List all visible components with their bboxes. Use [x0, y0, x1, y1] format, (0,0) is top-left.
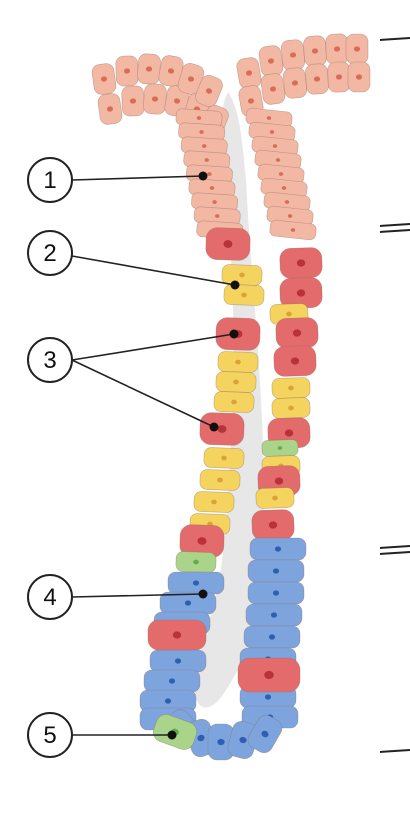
leader-dot [198, 171, 208, 181]
section-mark [379, 749, 410, 753]
pink-cell [280, 39, 306, 71]
yellow-cell [213, 391, 255, 413]
pink-cell [258, 45, 284, 77]
red-cell [199, 412, 245, 446]
blue-cell [247, 714, 283, 754]
leader-line [71, 359, 215, 428]
section-marks [379, 37, 410, 753]
blue-cell [245, 603, 303, 627]
blue-cell [247, 559, 305, 583]
pink-cell [260, 73, 286, 105]
leader-dot [229, 329, 239, 339]
callout-circle [27, 157, 73, 203]
blue-cell [227, 720, 259, 760]
section-mark [379, 37, 410, 41]
leader-dot [209, 422, 219, 432]
yellow-cell [217, 351, 259, 373]
yellow-cell [203, 447, 245, 469]
pink-cell [97, 93, 123, 125]
pink-cell [236, 57, 262, 89]
pink-cell [327, 61, 351, 93]
callout-5: 5 [27, 712, 177, 758]
pink-cell [115, 55, 139, 87]
red-cell [275, 317, 319, 349]
blue-cell [149, 649, 207, 673]
leader-dot [198, 589, 208, 599]
pink-cell [195, 74, 223, 108]
callout-number: 4 [43, 584, 56, 611]
section-mark [379, 223, 410, 233]
pink-cell [282, 67, 308, 99]
callout-number: 5 [43, 722, 56, 749]
callout-2: 2 [27, 230, 240, 290]
pink-cell [183, 150, 231, 170]
pink-cell [269, 219, 317, 241]
pink-cell [347, 61, 371, 93]
callout-circle [27, 574, 73, 620]
pink-cell [345, 33, 369, 65]
yellow-cell [215, 371, 257, 393]
leader-line [71, 175, 204, 181]
yellow-cell [271, 397, 311, 419]
callout-circle [27, 230, 73, 276]
yellow-cell [271, 377, 311, 399]
blue-cell [243, 625, 301, 649]
callout-circle [27, 712, 73, 758]
yellow-cell [221, 264, 263, 286]
section-mark [379, 545, 410, 555]
pink-cell [121, 85, 145, 117]
red-cell [279, 277, 323, 309]
leader-line [71, 333, 235, 361]
pink-cell [143, 83, 167, 115]
blue-cell [207, 723, 235, 761]
leader-dot [167, 730, 177, 740]
blue-cell [249, 537, 307, 561]
pink-cell [137, 53, 161, 85]
red-cell [205, 227, 251, 261]
callout-number: 3 [43, 347, 56, 374]
red-cell [251, 509, 295, 541]
callout-number: 2 [43, 240, 56, 267]
pink-cell [325, 33, 349, 65]
blue-cell [247, 581, 305, 605]
blue-cell [167, 571, 225, 595]
yellow-cell [193, 491, 235, 513]
green-cell [261, 439, 299, 457]
leader-dot [230, 280, 240, 290]
callout-3: 3 [27, 329, 239, 432]
pink-cell [91, 63, 117, 95]
green-cell [175, 551, 217, 573]
callout-number: 1 [43, 167, 56, 194]
pink-cell [305, 63, 329, 95]
yellow-cell [199, 469, 241, 491]
red-cell [237, 657, 301, 693]
yellow-cell [223, 284, 265, 306]
tissue-illustration [91, 33, 371, 761]
callout-labels: 1 2 3 4 5 [27, 157, 240, 758]
leader-line [71, 593, 204, 598]
red-cell [273, 345, 317, 377]
yellow-cell [255, 487, 295, 509]
red-cell [147, 619, 207, 651]
pink-cell [303, 35, 327, 67]
blue-cell [143, 669, 201, 693]
callout-circle [27, 337, 73, 383]
leader-line [71, 255, 236, 286]
callout-4: 4 [27, 574, 208, 620]
callout-1: 1 [27, 157, 208, 203]
blue-cell [139, 689, 197, 713]
red-cell [279, 247, 323, 279]
